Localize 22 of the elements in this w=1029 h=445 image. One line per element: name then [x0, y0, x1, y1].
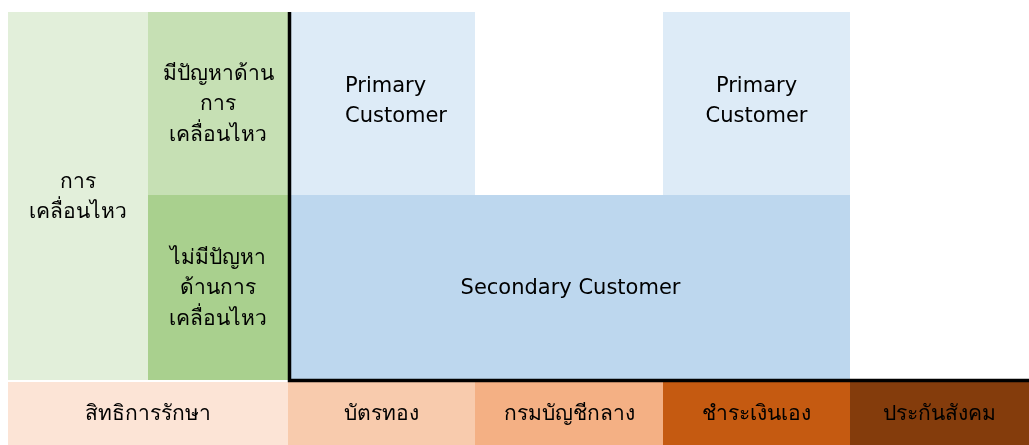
- category-band: [850, 382, 1029, 445]
- band-label: มีปัญหาด้านการเคลื่อนไหว: [161, 59, 275, 148]
- band-label: Primary Customer: [345, 72, 448, 130]
- band-label: ไม่มีปัญหาด้านการเคลื่อนไหว: [168, 243, 268, 332]
- band-label: ประกันสังคม: [883, 400, 996, 428]
- category-band: [148, 195, 288, 380]
- band-label: Secondary Customer: [460, 273, 681, 301]
- category-band: [663, 12, 850, 195]
- category-band: [663, 382, 850, 445]
- category-band: [8, 382, 288, 445]
- band-label: Primary Customer: [704, 72, 809, 130]
- category-band: [291, 12, 475, 195]
- band-label: กรมบัญชีกลาง: [503, 400, 635, 428]
- band-label: สิทธิการรักษา: [85, 400, 211, 428]
- category-band: [291, 195, 850, 379]
- category-band: [8, 12, 148, 380]
- category-band: [475, 382, 663, 445]
- band-label: บัตรทอง: [344, 400, 419, 428]
- category-band: [148, 12, 288, 195]
- category-band: [288, 382, 475, 445]
- band-label: ชำระเงินเอง: [702, 400, 811, 428]
- band-label: การเคลื่อนไหว: [28, 167, 128, 225]
